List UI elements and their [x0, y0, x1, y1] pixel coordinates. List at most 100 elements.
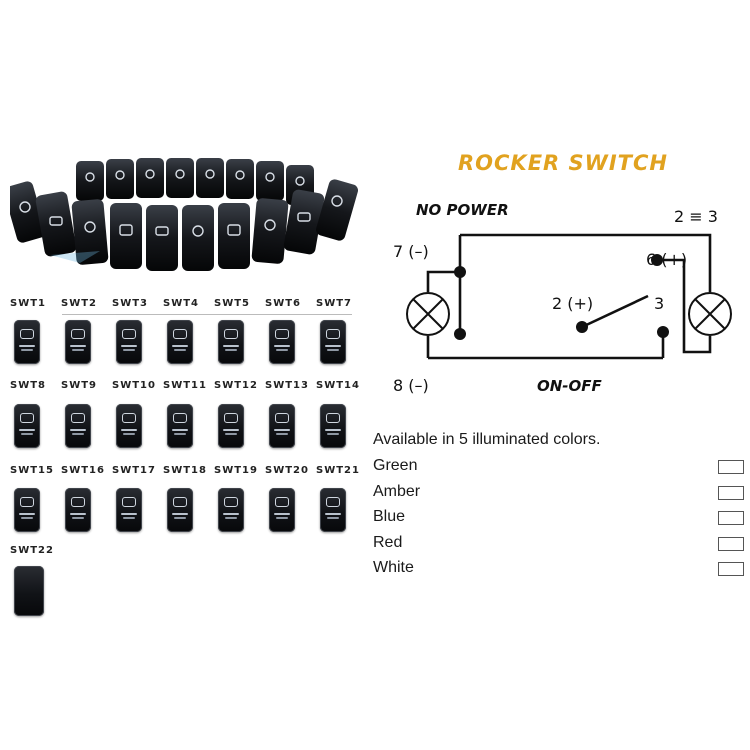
switch-caption-mark — [121, 429, 137, 431]
switch-label: SWT19 — [214, 465, 258, 476]
switch-caption-mark — [327, 349, 339, 351]
rocker-switch-5 — [218, 320, 244, 364]
rocker-switch-20 — [269, 488, 295, 532]
switch-caption-mark — [172, 513, 188, 515]
bigfoot-icon — [173, 413, 187, 423]
fog-lights-icon — [173, 329, 187, 339]
switch-caption-mark — [274, 513, 290, 515]
off-road-lights-icon — [71, 329, 85, 339]
rocker-switch-3 — [116, 320, 142, 364]
rocker-switch-6 — [269, 320, 295, 364]
switch-label: SWT18 — [163, 465, 207, 476]
switch-caption-mark — [225, 433, 237, 435]
switch-label: SWT9 — [61, 380, 98, 391]
switch-label: SWT17 — [112, 465, 156, 476]
compressor-icon — [122, 413, 136, 423]
radiation-icon — [224, 497, 238, 507]
switch-caption-mark — [72, 349, 84, 351]
switch-label: SWT3 — [112, 298, 149, 309]
diagram-title: ROCKER SWITCH — [458, 151, 668, 175]
switch-caption-mark — [276, 433, 288, 435]
color-checkbox[interactable] — [718, 485, 744, 500]
terminal-3-dot — [657, 326, 669, 338]
terminal-2-dot — [576, 321, 588, 333]
hazard-icon — [20, 497, 34, 507]
color-option-green: Green — [373, 457, 745, 477]
jeep-grille-icon — [275, 329, 289, 339]
switch-caption-mark — [325, 345, 341, 347]
terminal-8-label: 8 (–) — [393, 376, 429, 395]
switch-label: SWT11 — [163, 380, 207, 391]
banner-watermark — [50, 251, 100, 263]
headlights-icon — [326, 329, 340, 339]
switch-label: SWT13 — [265, 380, 309, 391]
color-name: Green — [373, 457, 418, 474]
color-name: Red — [373, 533, 403, 551]
switch-label: SWT7 — [316, 298, 353, 309]
switch-caption-mark — [19, 513, 35, 515]
color-checkbox[interactable] — [718, 536, 744, 551]
switch-caption-mark — [70, 345, 86, 347]
seat-heater-icon — [122, 497, 136, 507]
terminal-7-label: 7 (–) — [393, 242, 429, 261]
rocker-switch-21 — [320, 488, 346, 532]
rock-lights-icon — [275, 497, 289, 507]
switch-label: SWT2 — [61, 298, 98, 309]
reverse-icon — [275, 413, 289, 423]
switch-label: SWT6 — [265, 298, 302, 309]
rocker-switch-1 — [14, 320, 40, 364]
switch-label: SWT4 — [163, 298, 200, 309]
rocker-switch-12 — [218, 404, 244, 448]
terminal-6-label: 6 (+) — [646, 250, 688, 269]
color-checkbox[interactable] — [718, 562, 744, 576]
switch-label: SWT12 — [214, 380, 258, 391]
rocker-switch-10 — [116, 404, 142, 448]
switch-caption-mark — [223, 429, 239, 431]
winch-icon — [224, 413, 238, 423]
rocker-switch-15 — [14, 488, 40, 532]
switch-caption-mark — [276, 517, 288, 519]
wire-left-lamp-top — [426, 270, 460, 292]
switch-caption-mark — [19, 345, 35, 347]
switch-caption-mark — [325, 513, 341, 515]
terminal-8-dot — [454, 328, 466, 340]
switch-caption-mark — [70, 429, 86, 431]
switch-caption-mark — [274, 429, 290, 431]
switch-caption-mark — [72, 433, 84, 435]
switch-caption-mark — [121, 345, 137, 347]
rocker-switch-4 — [167, 320, 193, 364]
switch-label: SWT15 — [10, 465, 54, 476]
switch-caption-mark — [174, 517, 186, 519]
switch-banner-photo — [10, 158, 358, 271]
switch-caption-mark — [123, 433, 135, 435]
banner-icon-glyphs — [19, 169, 343, 237]
switch-caption-mark — [223, 513, 239, 515]
switch-label: SWT8 — [10, 380, 47, 391]
rocker-switch-7 — [320, 320, 346, 364]
switch-caption-mark — [21, 349, 33, 351]
switch-caption-mark — [327, 517, 339, 519]
battery-icon — [173, 497, 187, 507]
color-checkbox[interactable] — [718, 511, 744, 525]
on-off-label: ON-OFF — [537, 377, 602, 395]
switch-caption-mark — [172, 345, 188, 347]
switch-label: SWT16 — [61, 465, 105, 476]
switch-caption-mark — [121, 513, 137, 515]
switch-label: SWT21 — [316, 465, 360, 476]
rocker-switch-19 — [218, 488, 244, 532]
color-checkbox[interactable] — [718, 460, 744, 474]
skull-icon — [122, 329, 136, 339]
no-power-label: NO POWER — [416, 201, 509, 219]
banner-back-row — [76, 158, 314, 205]
spot-lights-icon — [71, 497, 85, 507]
switch-label: SWT14 — [316, 380, 360, 391]
rocker-switch-14 — [320, 404, 346, 448]
switch-caption-mark — [123, 349, 135, 351]
rocker-switch-16 — [65, 488, 91, 532]
switch-label: SWT10 — [112, 380, 156, 391]
rocker-switch-18 — [167, 488, 193, 532]
color-option-blue: Blue — [373, 508, 745, 528]
color-option-red: Red — [373, 534, 745, 554]
switch-label: SWT1 — [10, 298, 47, 309]
